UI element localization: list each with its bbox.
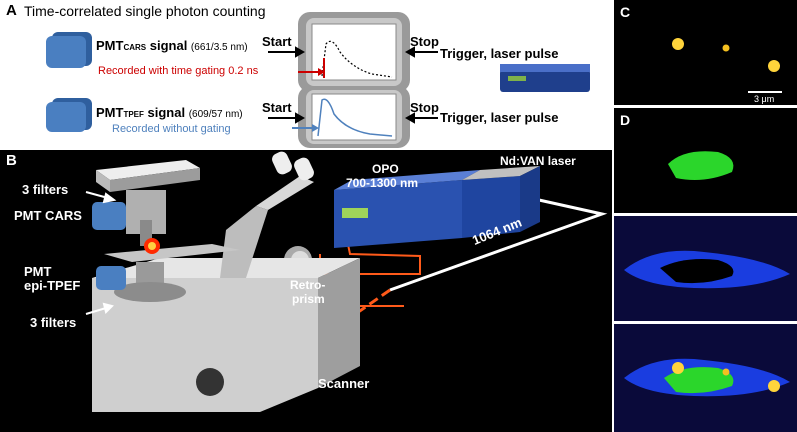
ndvan-laser-body — [462, 166, 540, 238]
panel-b-graphics — [85, 151, 608, 412]
panel-c-letter: C — [620, 4, 631, 20]
start-label-top: Start — [262, 34, 292, 49]
panel-a: A Time-correlated single photon counting… — [0, 0, 612, 150]
pmt-cars-box — [46, 32, 92, 68]
retroprism-label-2: prism — [292, 292, 325, 306]
opo-label-1: OPO — [372, 162, 399, 176]
cars-decay-curve — [321, 40, 393, 78]
pmt-tpef-signal-label: PMTTPEF signal (609/57 nm) — [96, 105, 243, 120]
trigger-label-bottom: Trigger, laser pulse — [440, 110, 559, 125]
panel-d-image — [668, 151, 734, 180]
panel-a-letter: A — [6, 2, 17, 19]
pmt-tpef-box — [46, 98, 92, 132]
panel-b: B 3 filters PMT CARS PMT epi-TPEF 3 filt… — [0, 150, 612, 432]
panel-a-arrows — [268, 46, 438, 124]
start-label-bottom: Start — [262, 100, 292, 115]
panel-d: D — [614, 108, 797, 213]
scanner-label: Scanner — [318, 376, 370, 391]
pmt-cars-label: PMT CARS — [14, 208, 82, 223]
retroprism-label-1: Retro- — [290, 278, 326, 292]
panel-b-arrows — [85, 191, 117, 315]
microscope — [92, 151, 360, 412]
laser-thumbnail — [500, 64, 590, 92]
ndvan-laser-label: Nd:VAN laser — [500, 154, 576, 168]
panel-c-image — [672, 38, 782, 93]
pmt-cars-signal-label: PMTCARS signal (661/3.5 nm) — [96, 38, 248, 53]
panel-b-letter: B — [6, 152, 17, 169]
cars-gating-note: Recorded with time gating 0.2 ns — [98, 65, 259, 77]
panel-f-image — [614, 324, 797, 432]
panel-a-title: Time-correlated single photon counting — [24, 3, 266, 19]
tcspc-device-top — [298, 12, 410, 92]
opo-laser-body — [334, 170, 480, 248]
panel-e: E — [614, 216, 797, 321]
pmt-epi-label-1: PMT — [24, 264, 52, 279]
tpef-no-gating-note: Recorded without gating — [112, 123, 231, 135]
filters-bottom-label: 3 filters — [30, 315, 77, 330]
trigger-label-top: Trigger, laser pulse — [440, 46, 559, 61]
scale-bar-label: 3 μm — [754, 94, 775, 104]
panel-d-letter: D — [620, 112, 631, 128]
stop-label-bottom: Stop — [410, 100, 439, 115]
opo-label-2: 700-1300 nm — [346, 176, 419, 190]
pmt-epi-label-2: epi-TPEF — [24, 278, 81, 293]
tpef-decay-curve — [317, 98, 393, 137]
filters-top-label: 3 filters — [22, 182, 69, 197]
tcspc-device-bottom — [298, 86, 410, 148]
stop-label-top: Stop — [410, 34, 439, 49]
panel-a-graphics — [46, 12, 590, 148]
panel-e-image — [614, 216, 797, 321]
panel-c: C 3 μm — [614, 0, 797, 105]
panel-f: F — [614, 324, 797, 432]
